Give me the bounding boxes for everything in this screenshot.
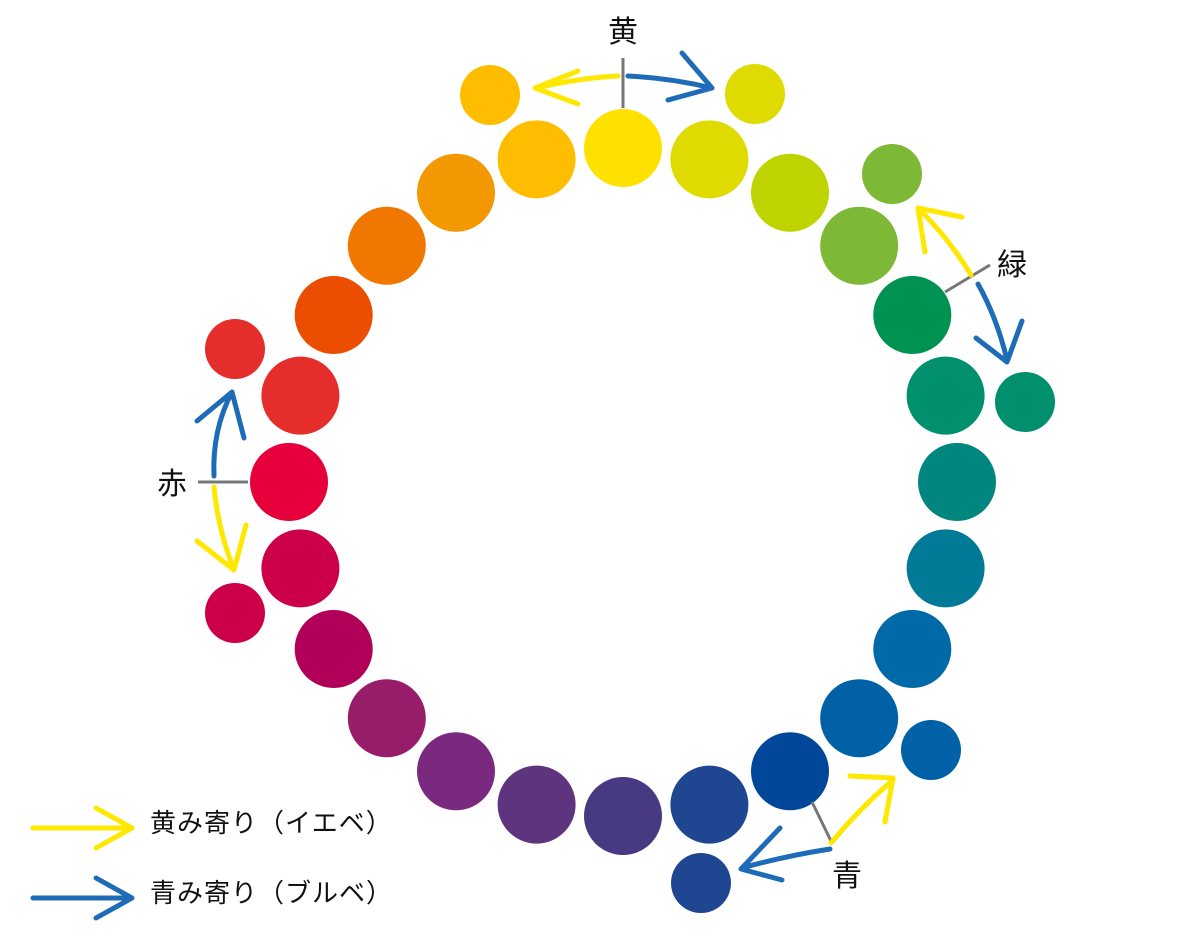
ring-dot-11 [751, 732, 829, 811]
leader-line-blue [810, 801, 834, 844]
ring-dot-22 [347, 206, 426, 285]
outer-dots [205, 64, 1055, 913]
outer-dot-red-down [205, 583, 265, 643]
ring-dot-8 [906, 529, 985, 608]
color-ring [250, 109, 996, 855]
legend-arrow-blue-icon [30, 875, 135, 921]
yellow-arrows [194, 68, 974, 846]
label-green: 緑 [997, 248, 1027, 283]
leader-line-green [944, 263, 991, 294]
legend-arrow-yellow-icon [30, 805, 135, 851]
ring-dot-24 [497, 120, 576, 199]
legend: 黄み寄り（イエベ） 青み寄り（ブルベ） [30, 795, 450, 935]
legend-row-yellow-base: 黄み寄り（イエベ） [30, 795, 450, 865]
arrow-blue-blue [738, 825, 833, 883]
label-red: 赤 [157, 467, 187, 502]
ring-dot-19 [250, 443, 328, 521]
outer-dot-blue-left [671, 853, 731, 913]
ring-dot-6 [906, 356, 985, 435]
ring-dot-23 [417, 153, 495, 232]
leader-lines [198, 58, 991, 844]
ring-dot-16 [347, 679, 426, 758]
arrow-blue-green [973, 281, 1025, 365]
ring-dot-4 [820, 206, 899, 285]
ring-dot-9 [873, 610, 952, 688]
outer-dot-green-up [862, 144, 922, 204]
ring-dot-14 [497, 765, 576, 844]
outer-dot-red-up [205, 319, 265, 379]
label-blue: 青 [832, 859, 862, 894]
ring-dot-15 [417, 732, 495, 811]
ring-dot-21 [294, 276, 373, 354]
ring-dot-10 [820, 679, 899, 758]
outer-dot-yellow-left [460, 65, 520, 125]
ring-dot-1 [584, 109, 662, 187]
ring-dot-13 [584, 777, 662, 855]
label-yellow: 黄 [608, 15, 638, 50]
outer-dot-green-down [995, 372, 1055, 432]
arrow-blue-red [194, 389, 247, 479]
ring-dot-18 [261, 529, 340, 608]
arrow-yellow-blue [828, 773, 896, 846]
outer-dot-yellow-right [725, 64, 785, 124]
legend-label-yellow-base: 黄み寄り（イエベ） [150, 809, 393, 839]
ring-dot-12 [670, 765, 749, 844]
arrow-yellow-top [532, 68, 621, 107]
arrow-blue-top [625, 50, 715, 103]
legend-row-blue-base: 青み寄り（ブルベ） [30, 865, 450, 935]
ring-dot-7 [918, 443, 996, 521]
ring-dot-20 [261, 356, 340, 435]
blue-arrows [194, 50, 1025, 883]
ring-dot-17 [294, 610, 373, 688]
legend-label-blue-base: 青み寄り（ブルベ） [150, 879, 394, 909]
ring-dot-5 [873, 276, 952, 354]
ring-dot-2 [670, 120, 749, 199]
ring-dot-3 [751, 153, 829, 232]
outer-dot-blue-right [901, 720, 961, 780]
arrow-yellow-green [915, 205, 974, 278]
arrow-yellow-red [194, 484, 249, 573]
